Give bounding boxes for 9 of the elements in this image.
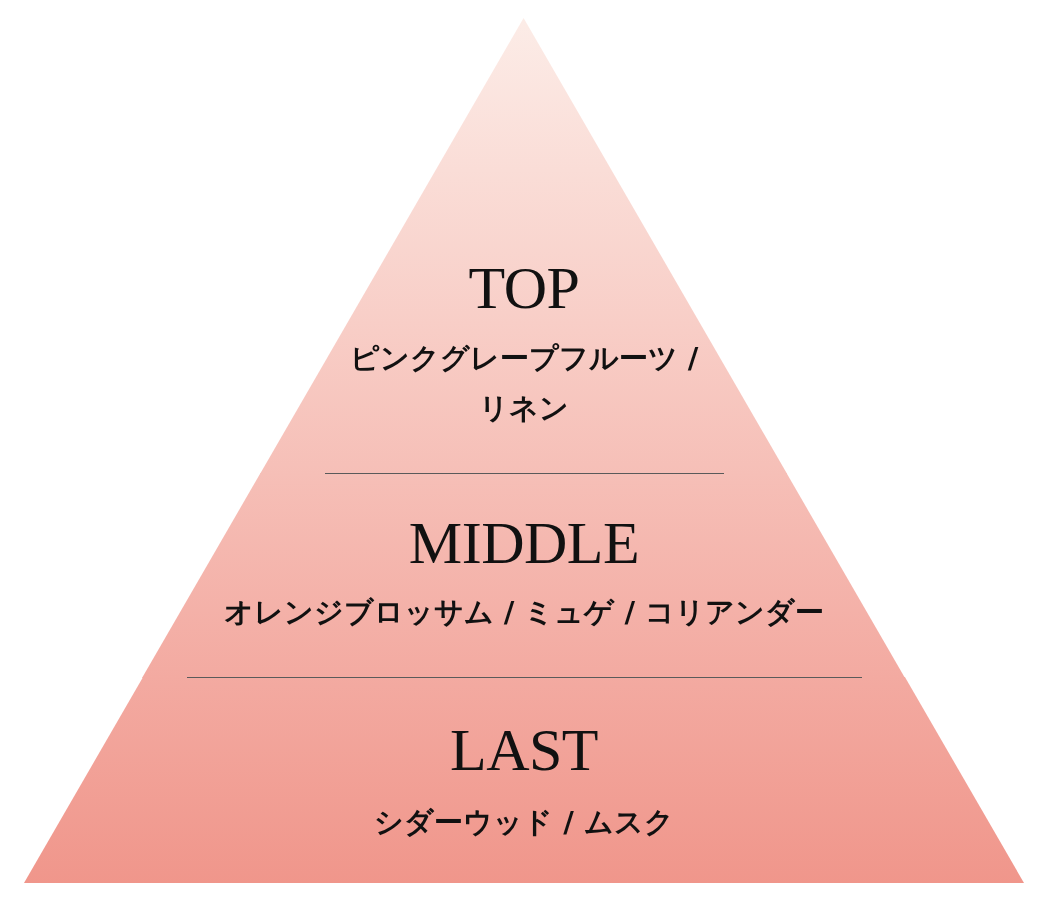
pyramid-tier xyxy=(142,473,906,678)
pyramid-tier xyxy=(260,18,788,474)
tier-title: MIDDLE xyxy=(408,513,640,573)
pyramid-tier xyxy=(24,677,1024,883)
fragrance-notes: シダーウッド / ムスク xyxy=(373,804,675,841)
fragrance-notes: ピンクグレープフルーツ / リネン xyxy=(348,340,700,427)
tier-title: LAST xyxy=(450,720,598,780)
tier-title: TOP xyxy=(468,258,580,318)
fragrance-notes: オレンジブロッサム / ミュゲ / コリアンダー xyxy=(222,594,826,631)
